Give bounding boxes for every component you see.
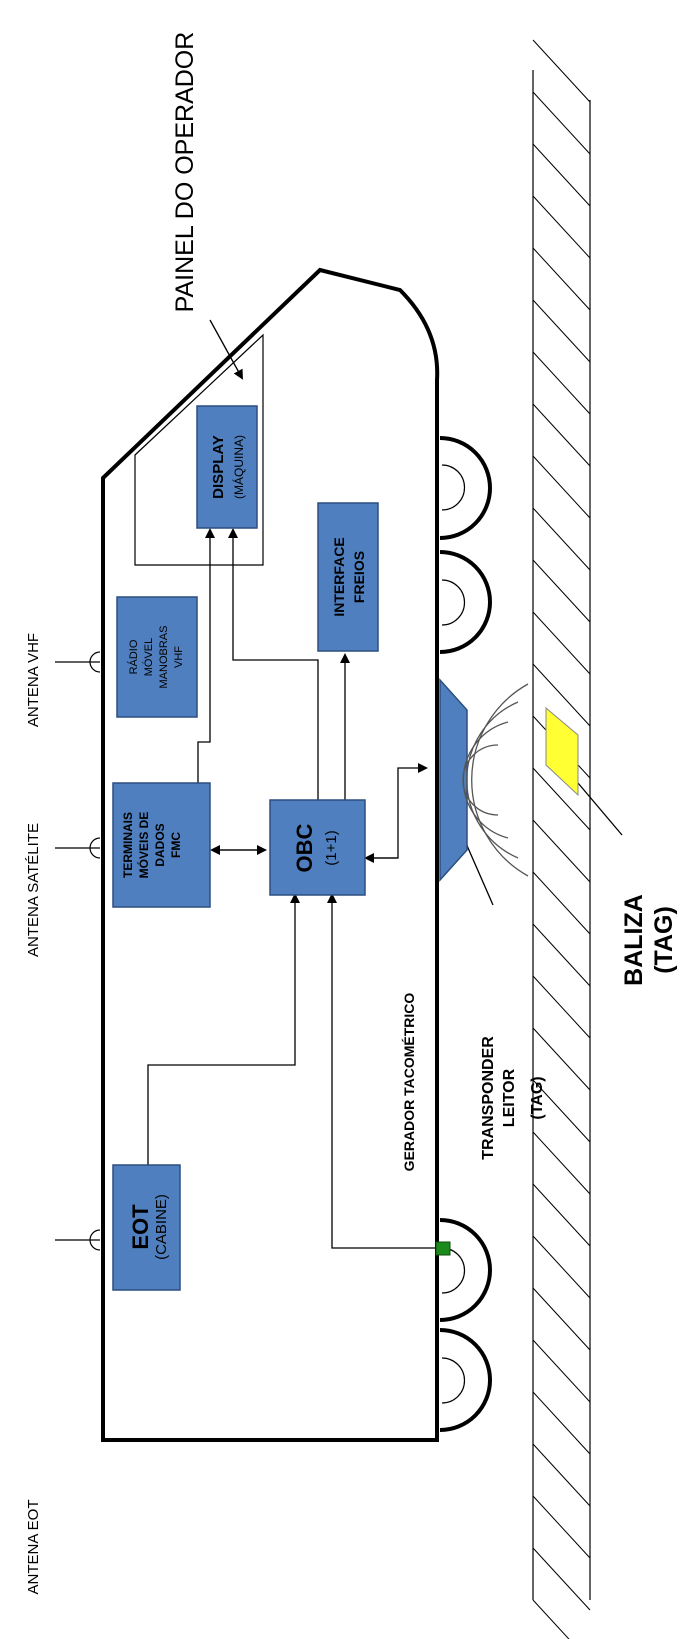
- hatch-line: [532, 143, 591, 207]
- radio-box: RÁDIO MÓVEL MANOBRAS VHF: [116, 596, 198, 718]
- baliza-label-1: BALIZA: [620, 894, 648, 986]
- fmc-line-3: DADOS: [153, 823, 167, 866]
- panel-pointer: [209, 319, 243, 380]
- radio-waves: [462, 683, 529, 877]
- hatch-line: [532, 299, 591, 363]
- hatch-line: [532, 767, 591, 831]
- radio-line-2: MÓVEL: [142, 638, 155, 677]
- eot-box: EOT (CABINE): [112, 1164, 181, 1291]
- antena-satelite-label: ANTENA SATÉLITE: [25, 823, 42, 957]
- obc-box: OBC (1+1): [269, 799, 366, 896]
- fmc-line-1: TERMINAIS: [121, 812, 135, 878]
- display-label: DISPLAY: [210, 435, 227, 499]
- hatch-line: [532, 1183, 591, 1247]
- hatch-line: [532, 1443, 591, 1507]
- radio-line-3: MANOBRAS: [158, 626, 170, 689]
- wiring: [147, 528, 623, 1249]
- locomotive-body: [101, 267, 440, 1442]
- fmc-box: TERMINAIS MÓVEIS DE DADOS FMC: [112, 782, 211, 908]
- antena-vhf-label: ANTENA VHF: [25, 633, 42, 727]
- radio-line-4: VHF: [173, 646, 185, 668]
- transponder-label-2: LEITOR: [501, 1068, 518, 1127]
- hatch-line: [532, 1495, 591, 1559]
- gerador-label: GERADOR TACOMÉTRICO: [401, 993, 417, 1172]
- hatch-line: [532, 39, 591, 103]
- hatch-line: [532, 403, 591, 467]
- baliza-tag: [545, 706, 579, 797]
- hatch-line: [532, 1131, 591, 1195]
- painel-operador-label: PAINEL DO OPERADOR: [171, 32, 199, 313]
- hatch-line: [532, 1235, 591, 1299]
- hatch-line: [532, 507, 591, 571]
- hatch-line: [532, 611, 591, 675]
- hatch-line: [532, 819, 591, 883]
- fmc-line-4: FMC: [169, 832, 183, 858]
- transponder-label-1: TRANSPONDER: [480, 1036, 497, 1160]
- tachometer-sensor: [435, 1241, 451, 1256]
- hatch-line: [532, 663, 591, 727]
- hatch-line: [532, 247, 591, 311]
- hatch-line: [532, 923, 591, 987]
- hatch-line: [532, 91, 591, 155]
- hatch-line: [532, 195, 591, 259]
- hatch-line: [532, 1547, 591, 1611]
- interface-box: INTERFACE FREIOS: [317, 502, 379, 652]
- hatch-line: [532, 871, 591, 935]
- radio-line-1: RÁDIO: [127, 639, 140, 674]
- hatch-line: [532, 1079, 591, 1143]
- hatch-line: [532, 1339, 591, 1403]
- hatch-line: [532, 1027, 591, 1091]
- fmc-line-2: MÓVEIS DE: [136, 812, 151, 879]
- transponder-label-3: (TAG): [529, 1076, 546, 1119]
- obc-label: OBC: [292, 823, 317, 872]
- hatch-line: [532, 559, 591, 623]
- antena-eot-label: ANTENA EOT: [25, 1499, 42, 1594]
- eot-label: EOT: [128, 1204, 153, 1250]
- hatch-line: [532, 351, 591, 415]
- hatch-line: [532, 1391, 591, 1455]
- eot-sublabel: (CABINE): [153, 1194, 170, 1260]
- hatch-line: [532, 1287, 591, 1351]
- display-box: DISPLAY (MÁQUINA): [196, 405, 258, 529]
- interface-line-1: INTERFACE: [331, 537, 347, 616]
- obc-sublabel: (1+1): [323, 830, 340, 865]
- hatch-line: [532, 975, 591, 1039]
- wheels: [439, 436, 492, 1432]
- display-sublabel: (MÁQUINA): [231, 435, 246, 499]
- hatch-line: [532, 455, 591, 519]
- antennas: [55, 651, 101, 1251]
- transponder-antenna: [439, 678, 468, 882]
- ground-hatching: [532, 39, 591, 1639]
- baliza-label-2: (TAG): [650, 906, 678, 974]
- operator-panel: [134, 333, 264, 566]
- hatch-line: [532, 1599, 570, 1639]
- interface-line-2: FREIOS: [351, 551, 367, 603]
